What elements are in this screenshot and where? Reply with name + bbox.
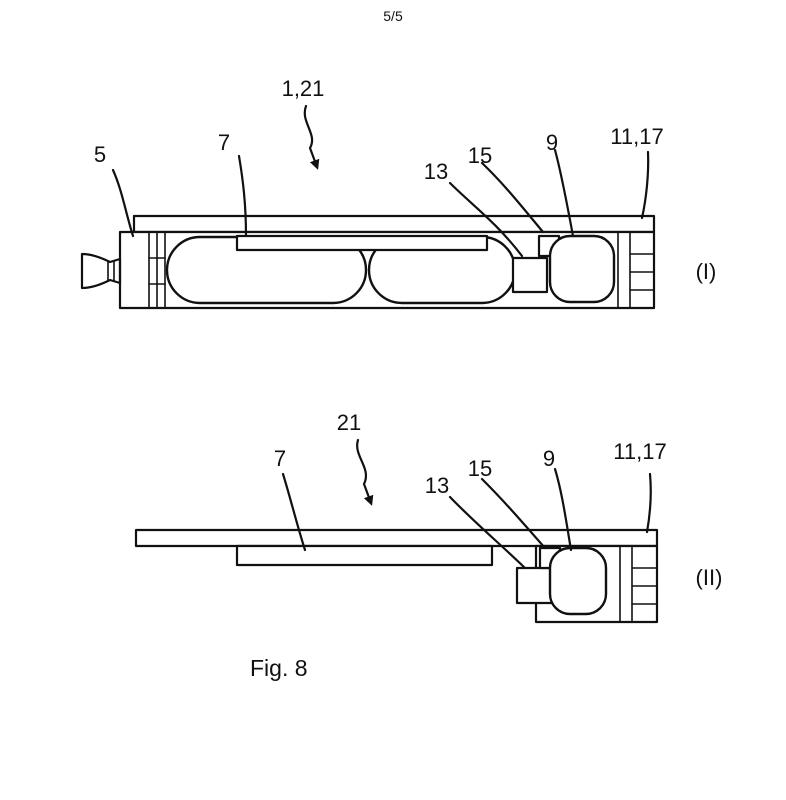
label-part-7: 7: [274, 446, 286, 471]
label-part-7: 7: [218, 130, 230, 155]
plate-7: [235, 544, 494, 567]
label-part-15: 15: [468, 143, 492, 168]
storage-9: [548, 546, 608, 616]
nozzle-5: [80, 252, 122, 290]
label-assembly-21: 21: [337, 410, 361, 435]
plate-7: [235, 234, 489, 252]
state-label-ii: (II): [696, 565, 723, 590]
figure-caption: Fig. 8: [250, 655, 308, 681]
view-2-drawing: 21 7 13 15 9 11,17 (II): [134, 410, 723, 624]
top-panel: [132, 214, 656, 234]
assembly-arrow: [356, 438, 374, 506]
label-part-11-17: 11,17: [610, 124, 663, 149]
view-1-drawing: 1,21: [80, 76, 717, 310]
label-part-13: 13: [424, 159, 448, 184]
component-13: [511, 256, 549, 294]
assembly-arrow: [303, 104, 320, 170]
label-part-11-17: 11,17: [613, 439, 666, 464]
label-part-9: 9: [546, 130, 558, 155]
storage-9: [548, 234, 616, 304]
label-assembly-1-21: 1,21: [282, 76, 325, 101]
state-label-i: (I): [696, 259, 717, 284]
label-part-5: 5: [94, 142, 106, 167]
component-13: [515, 566, 554, 605]
label-part-13: 13: [425, 473, 449, 498]
label-part-9: 9: [543, 446, 555, 471]
top-panel: [134, 528, 659, 548]
label-part-15: 15: [468, 456, 492, 481]
page-number: 5/5: [383, 8, 403, 24]
